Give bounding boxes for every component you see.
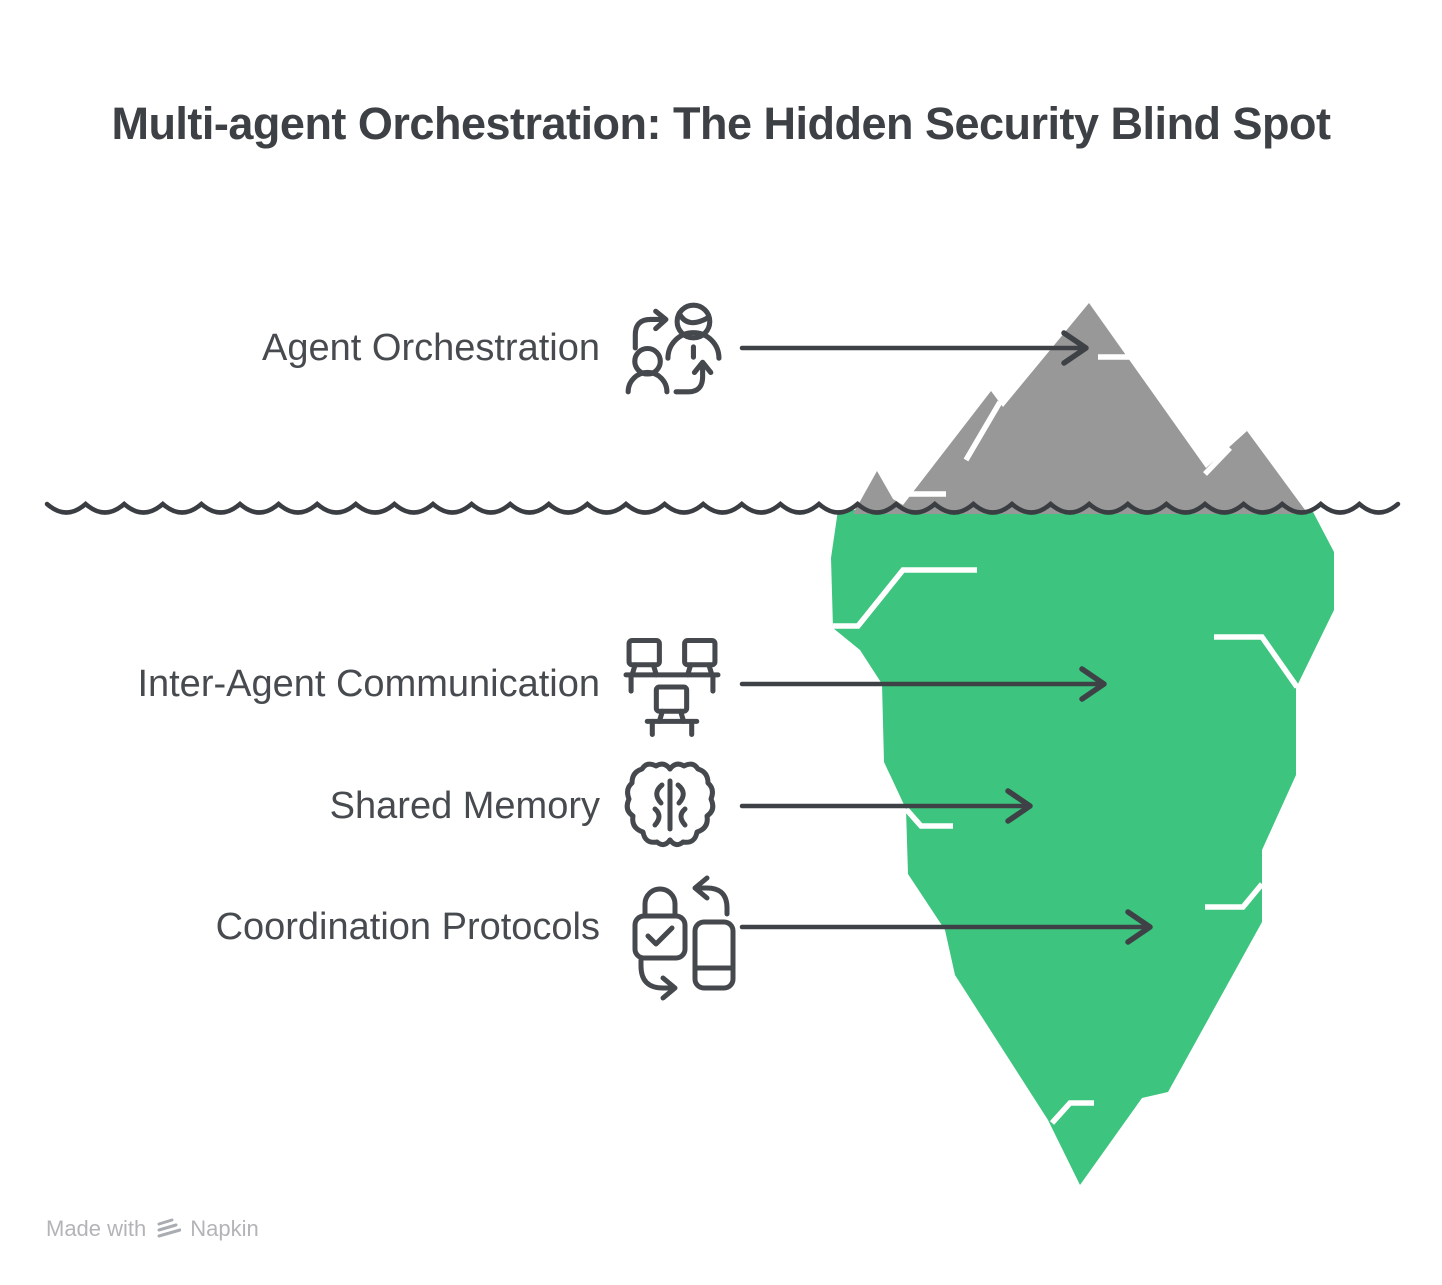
workstations-icon [623,638,721,738]
napkin-logo-icon [157,1218,182,1238]
crack-line [963,400,1003,462]
crack-line [1049,1100,1094,1125]
iceberg-tip-shape [853,303,1308,514]
label-coordination-protocols: Coordination Protocols [215,906,600,948]
crack-line [833,567,977,629]
people-swap-icon [625,302,722,395]
napkin-brand-text: Napkin [190,1216,259,1241]
footer: Made with Napkin [46,1214,259,1244]
crack-line [1214,634,1300,689]
arrow-agent-orchestration [739,330,1089,366]
arrow-shared-memory [739,788,1033,824]
waterline [44,501,1401,515]
iceberg-body-shape [831,510,1334,1185]
made-with-text: Made with [46,1216,147,1241]
arrow-coordination-protocols [739,909,1153,945]
label-agent-orchestration: Agent Orchestration [262,327,600,369]
label-inter-agent-communication: Inter-Agent Communication [137,663,600,705]
crack-line [1203,446,1232,476]
brain-icon [624,761,716,848]
label-shared-memory: Shared Memory [329,785,600,827]
lock-sync-icon [632,875,736,1001]
arrow-inter-agent-communication [739,666,1107,702]
crack-line [903,807,953,829]
crack-line [1205,882,1265,910]
page-title: Multi-agent Orchestration: The Hidden Se… [111,98,1331,149]
